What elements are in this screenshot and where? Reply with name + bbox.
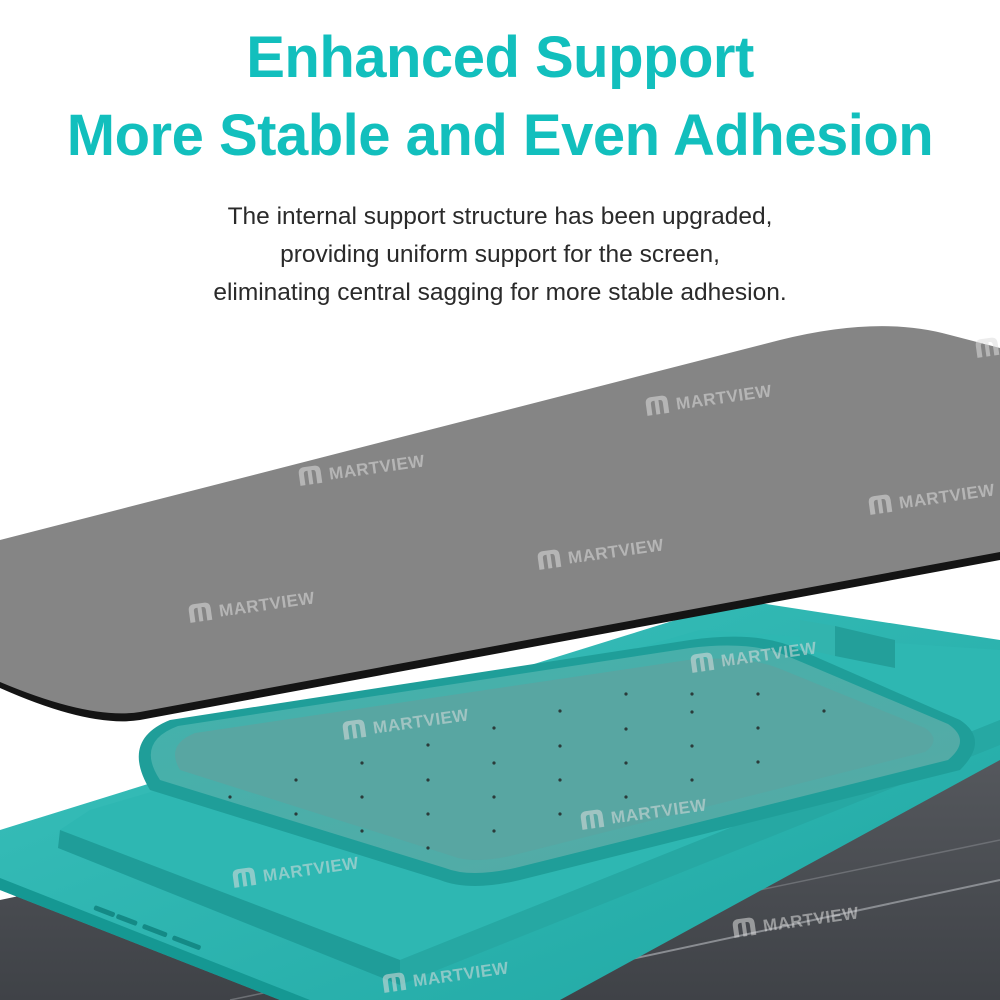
description-line-2: providing uniform support for the screen… <box>280 241 720 268</box>
headline-line-1: Enhanced Support <box>246 25 754 90</box>
engraved-logo-icon <box>93 905 201 950</box>
description-line-1: The internal support structure has been … <box>227 203 773 230</box>
vacuum-holes <box>228 692 826 850</box>
description-line-3: eliminating central sagging for more sta… <box>213 279 787 306</box>
description: The internal support structure has been … <box>0 198 1000 312</box>
gray-screen-plate <box>0 326 1000 722</box>
headline-line-2: More Stable and Even Adhesion <box>66 103 934 168</box>
teal-tray <box>138 620 975 886</box>
